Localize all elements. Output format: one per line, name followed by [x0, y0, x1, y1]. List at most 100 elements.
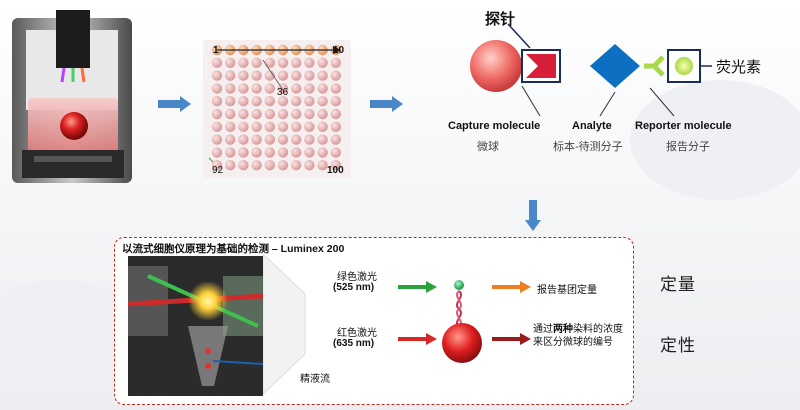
- bead-dot: [264, 134, 275, 145]
- bead-dot: [225, 108, 236, 120]
- green-laser-label: 绿色激光: [337, 272, 377, 283]
- assay-diagram: [470, 23, 712, 117]
- dye-text-line2: 来区分微球的编号: [533, 337, 613, 348]
- bead-dot: [291, 108, 302, 120]
- bead-dot: [317, 96, 328, 107]
- bead-dot: [264, 108, 275, 120]
- bead-dot: [277, 147, 289, 158]
- arrow-right-2: [370, 96, 403, 112]
- bead-dot: [330, 147, 341, 158]
- dye-text-a: 通过: [533, 324, 553, 335]
- bead-dot: [238, 160, 249, 171]
- bead-dot: [291, 147, 302, 158]
- panel-title: 以流式细胞仪原理为基础的检测 – Luminex 200: [122, 243, 345, 255]
- bead-dot: [291, 83, 302, 94]
- capture-molecule-cn: 微球: [477, 141, 499, 153]
- dye-text-b: 两种: [553, 324, 573, 335]
- arrow-right-1: [158, 96, 191, 112]
- reporter-quant-text: 报告基团定量: [537, 285, 597, 296]
- plate-label-100: 100: [327, 165, 344, 176]
- bead-dot: [264, 160, 275, 171]
- bead-dot: [211, 96, 223, 107]
- red-laser-label: 红色激光: [337, 328, 377, 339]
- bead-dot: [317, 121, 328, 132]
- green-arrow: [398, 281, 437, 293]
- dye-text: 通过两种染料的浓度 来区分微球的编号: [533, 323, 623, 349]
- bead-dot: [238, 134, 249, 145]
- bead-dot: [225, 160, 236, 171]
- sheath-flow-label: 精液流: [300, 374, 330, 385]
- bead-dot: [251, 134, 262, 145]
- bead-dot: [225, 134, 236, 145]
- bead-dot: [317, 108, 328, 120]
- bead-dot: [264, 96, 275, 107]
- bead-dot: [225, 147, 236, 158]
- reporter-molecule-cn: 报告分子: [666, 141, 710, 153]
- bead-dot: [251, 147, 262, 158]
- bead-dot: [225, 121, 236, 132]
- bead-dot: [330, 108, 341, 120]
- bead-dot: [225, 83, 236, 94]
- bead-dot: [264, 57, 275, 68]
- bead-dot: [264, 70, 275, 81]
- flow-photo: [128, 256, 263, 396]
- bead-dot: [251, 83, 262, 94]
- quantitative-label: 定量: [660, 275, 696, 294]
- bead-dot: [317, 57, 328, 68]
- bead-dot: [304, 160, 315, 171]
- bead-dot: [251, 70, 262, 81]
- bead-dot: [211, 57, 223, 68]
- bead-dot: [330, 96, 341, 107]
- bead-dot: [211, 70, 223, 81]
- bead-dot: [317, 147, 328, 158]
- bead-dot: [304, 70, 315, 81]
- bead-dot: [304, 83, 315, 94]
- bead-dot: [277, 108, 289, 120]
- bead-dot: [225, 70, 236, 81]
- bead-dot: [291, 57, 302, 68]
- qualitative-label: 定性: [660, 336, 696, 355]
- reporter-y-shape: [644, 55, 665, 77]
- bead-with-probe: [442, 280, 482, 363]
- bead-dot: [211, 160, 223, 171]
- bead-dot: [251, 160, 262, 171]
- bead-dot: [330, 83, 341, 94]
- bead-dot: [317, 160, 328, 171]
- reporter-molecule-label: Reporter molecule: [635, 120, 732, 132]
- bead-dot: [277, 70, 289, 81]
- bead-dot: [304, 96, 315, 107]
- bead-dot: [304, 108, 315, 120]
- bead-dot: [291, 96, 302, 107]
- bead-dot: [264, 121, 275, 132]
- bead-plate-grid: [203, 40, 351, 178]
- bead-dot: [330, 134, 341, 145]
- bead-dot: [238, 83, 249, 94]
- bead-dot: [251, 57, 262, 68]
- bead-dot: [251, 96, 262, 107]
- bead-dot: [330, 121, 341, 132]
- bead-dot: [304, 121, 315, 132]
- bead-dot: [304, 134, 315, 145]
- plate-label-1: 1: [213, 45, 219, 56]
- analyte-cn: 标本-待测分子: [553, 141, 623, 153]
- red-laser-nm: (635 nm): [333, 338, 375, 349]
- bead-dot: [225, 57, 236, 68]
- bead-dot: [330, 57, 341, 68]
- bead-dot: [238, 70, 249, 81]
- bead-dot: [317, 83, 328, 94]
- arrow-down: [525, 200, 541, 231]
- bead-dot: [317, 134, 328, 145]
- bead-dot: [225, 96, 236, 107]
- funnel-connector: [263, 254, 306, 394]
- bead-dot: [211, 134, 223, 145]
- orange-arrow: [492, 281, 531, 293]
- red-arrow: [398, 333, 437, 345]
- bead-dot: [238, 96, 249, 107]
- analyte-label: Analyte: [572, 120, 612, 132]
- bead-dot: [291, 70, 302, 81]
- bead-dot: [277, 134, 289, 145]
- dye-text-c: 染料的浓度: [573, 324, 623, 335]
- bead-dot: [238, 57, 249, 68]
- bead-dot: [211, 83, 223, 94]
